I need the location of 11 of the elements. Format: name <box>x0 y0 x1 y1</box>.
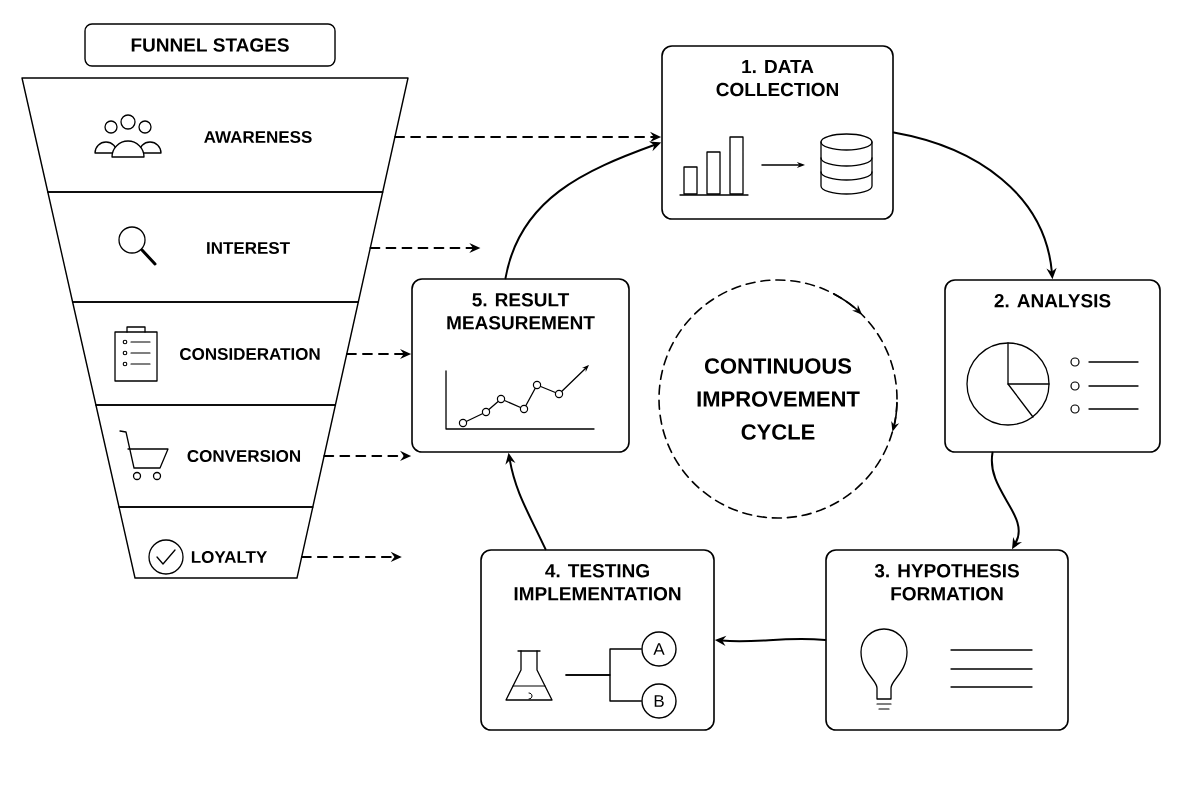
step-box: 5. RESULT MEASUREMENT <box>411 278 630 453</box>
funnel-band: CONVERSION <box>95 404 337 508</box>
step-box: 3. HYPOTHESIS FORMATION <box>825 549 1069 731</box>
connector-line <box>565 674 642 702</box>
step-box: 1. DATA COLLECTION <box>661 45 894 220</box>
funnel-band: CONSIDERATION <box>71 301 359 406</box>
heading-box: FUNNEL STAGES <box>84 23 336 67</box>
step-box: 2. ANALYSIS <box>944 279 1161 453</box>
funnel-band: AWARENESS <box>21 77 409 193</box>
funnel-band: INTEREST <box>47 191 384 303</box>
funnel-band: LOYALTY <box>118 506 314 579</box>
